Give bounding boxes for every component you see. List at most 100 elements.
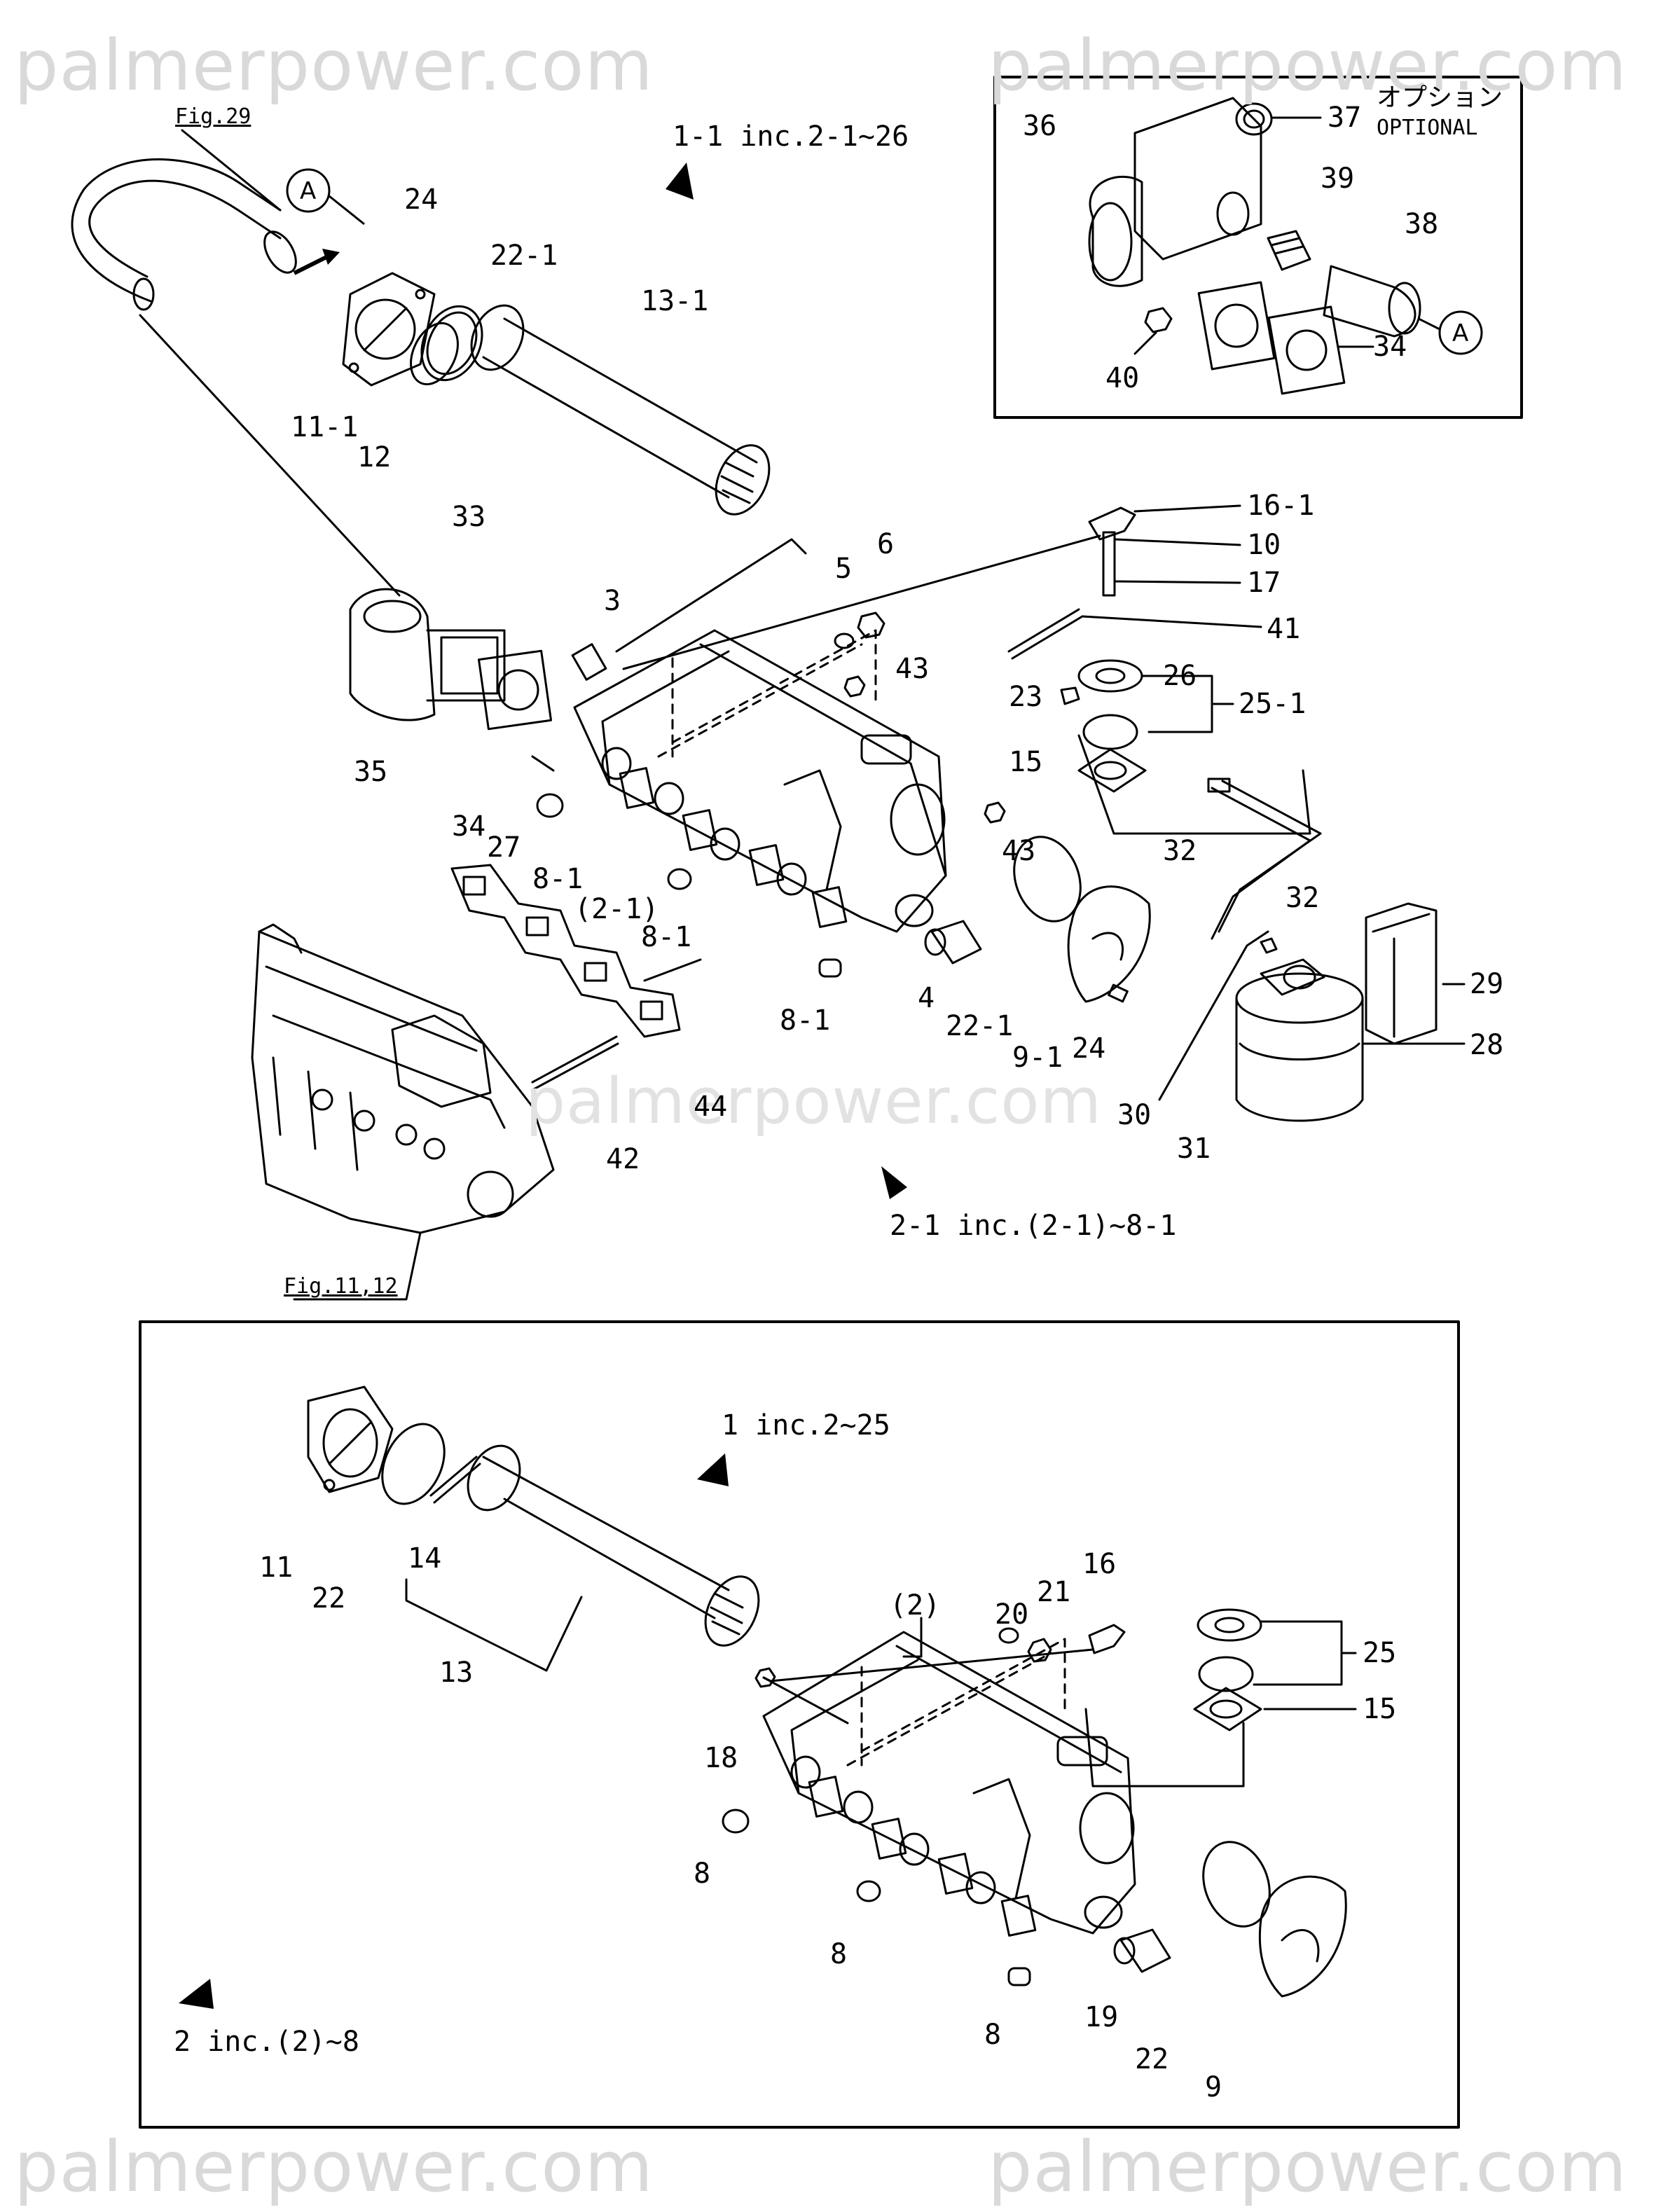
figure-ref-top: Fig.29 [175, 104, 251, 129]
bottom-inset-frame [139, 1320, 1460, 2129]
watermark: palmerpower.com [14, 2126, 654, 2208]
leader [181, 129, 282, 212]
leader [293, 1231, 422, 1301]
optional-jp-label: オプション [1377, 83, 1503, 112]
plug-8-1a [536, 793, 564, 818]
end-cover-9 [1258, 1875, 1347, 1998]
callout-letter-optional: A [1452, 319, 1469, 347]
part-label: 41 [1267, 613, 1301, 645]
gasket-34-opt [1197, 281, 1276, 371]
marker-1 [697, 1453, 729, 1486]
part-label: 8-1 [532, 863, 584, 895]
bolt-24 [1108, 983, 1129, 1003]
part-label: 16-1 [1247, 490, 1315, 522]
part-label: 32 [1163, 835, 1197, 867]
part-label: 19 [1084, 2001, 1119, 2033]
assembly-note-2: 2 inc.(2)~8 [174, 2026, 359, 2058]
part-label: 21 [1037, 1576, 1071, 1608]
part-label: 37 [1328, 102, 1362, 134]
gasket-34-opt2 [1267, 305, 1346, 395]
cooler-core-13-1 [470, 304, 771, 516]
part-label: 13 [439, 1657, 474, 1689]
part-label: 8-1 [780, 1004, 831, 1037]
part-label: 8 [694, 1858, 711, 1890]
o-ring-22-b [1202, 1841, 1271, 1928]
bracket-29 [1365, 902, 1438, 1045]
part-label: 25 [1363, 1637, 1397, 1669]
ring-14 [429, 1456, 478, 1497]
o-ring-22-1-b [1013, 836, 1082, 922]
ring-12 [410, 322, 459, 386]
leader [762, 1676, 849, 1724]
plug-8b [856, 1880, 881, 1902]
part-label: 9 [1205, 2071, 1222, 2103]
o-ring-22 [381, 1423, 446, 1505]
o-ring-22-1 [420, 305, 483, 382]
stud-42 [531, 1035, 618, 1084]
part-label: 20 [995, 1598, 1029, 1631]
plug-8a [722, 1809, 750, 1834]
leader [1084, 1708, 1245, 1788]
part-label: 43 [895, 653, 930, 685]
leader [1077, 734, 1311, 835]
optional-frame [993, 76, 1523, 419]
cylinder-head [251, 923, 555, 1234]
part-label: 15 [1363, 1693, 1397, 1725]
part-label: 24 [1072, 1032, 1106, 1065]
reservoir-tank-28 [1235, 958, 1364, 1122]
part-label: 28 [1470, 1029, 1504, 1061]
part-label: 42 [606, 1143, 640, 1175]
leader [1253, 1620, 1343, 1686]
callout-circle-a-opt [1438, 310, 1483, 355]
stud-41 [1007, 608, 1080, 653]
nut-6 [857, 611, 885, 639]
nut-18 [754, 1667, 776, 1688]
marker-2 [179, 1979, 214, 2009]
plug-4 [930, 920, 982, 965]
drain-pipe-10 [1102, 531, 1116, 597]
thermostat-cover-11 [307, 1385, 394, 1493]
marker-2-1 [881, 1166, 907, 1199]
part-label: 34 [1373, 331, 1407, 363]
part-label: 14 [408, 1542, 442, 1575]
part-label: 18 [704, 1742, 738, 1774]
part-label: 22 [312, 1582, 346, 1615]
part-label: 15 [1009, 746, 1043, 778]
part-label: 40 [1105, 362, 1140, 394]
part-label: 44 [694, 1091, 728, 1123]
part-label: 8 [984, 2019, 1002, 2051]
part-label: 9-1 [1012, 1042, 1063, 1074]
plug-37 [1235, 102, 1273, 136]
part-label: 27 [487, 831, 521, 864]
manifold-gasket-44 [450, 864, 681, 1038]
drain-cock-16-1 [1088, 506, 1136, 541]
nipple-39 [1267, 230, 1311, 271]
pressure-cap-assembly-25-1 [1077, 659, 1147, 793]
nut-43b [984, 801, 1006, 824]
part-label: 26 [1163, 660, 1197, 692]
nut-43 [843, 675, 866, 698]
part-label: 39 [1321, 163, 1355, 195]
part-label: 24 [404, 184, 439, 216]
leader [622, 534, 1101, 670]
part-label: 25-1 [1239, 688, 1307, 720]
overflow-hose-32 [1207, 777, 1322, 940]
part-label: 11-1 [291, 411, 359, 443]
part-label: 22-1 [490, 240, 558, 272]
hose-clip-32 [1260, 937, 1278, 954]
part-label: 16 [1082, 1548, 1117, 1580]
marker-1-1 [666, 163, 694, 200]
exhaust-manifold-top [573, 629, 947, 933]
part-label: 38 [1405, 208, 1439, 240]
cooler-core-13 [467, 1444, 760, 1647]
part-label: 17 [1247, 567, 1281, 599]
bolt-23 [1060, 686, 1080, 705]
leader [643, 958, 702, 982]
part-label: 33 [452, 501, 486, 533]
plug-19 [1119, 1928, 1171, 1973]
plug-8-1c [818, 958, 842, 978]
leader [902, 1617, 923, 1658]
washer-5 [834, 633, 855, 649]
end-cover-9-1 [1067, 885, 1151, 1003]
